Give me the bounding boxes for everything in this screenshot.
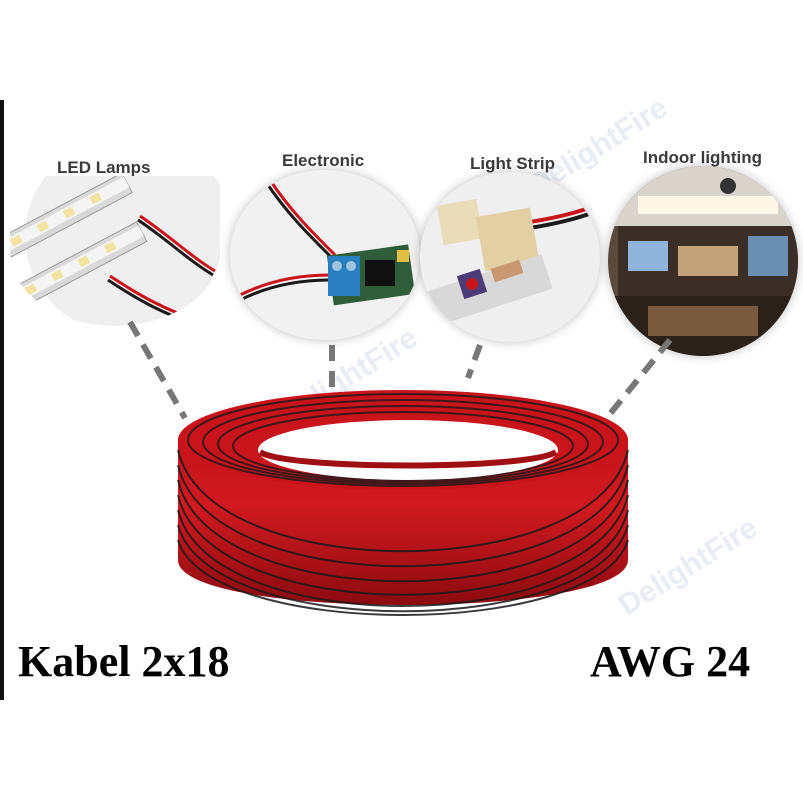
label-light-strip: Light Strip [470,154,555,173]
label-indoor-lighting: Indoor lighting [643,148,762,167]
indoor-lighting-image [608,166,798,356]
label-electronic: Electronic [282,151,365,170]
left-border-line [0,100,4,700]
light-strip-image [420,172,600,342]
label-led-lamps: LED Lamps [57,158,151,177]
led-lamps-image [10,176,220,326]
caption-awg-gauge: AWG 24 [590,637,751,686]
cable-coil-image [168,370,638,640]
electronic-image [230,170,420,340]
caption-cable-type: Kabel 2x18 [18,637,230,686]
